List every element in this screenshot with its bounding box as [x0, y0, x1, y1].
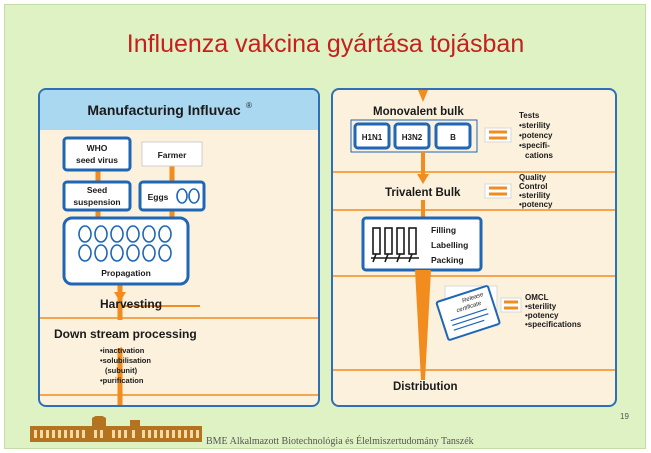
tests-item: •sterility — [519, 121, 551, 130]
downstream-item: •purification — [100, 376, 144, 385]
who-seed-virus-box — [62, 136, 132, 172]
farmer-box — [141, 141, 203, 167]
eggs-box — [138, 180, 206, 212]
vials-icon — [371, 227, 419, 263]
flow-taper — [415, 270, 431, 380]
panel-header-title: Manufacturing Influvac — [87, 102, 240, 118]
tests-item: cations — [525, 151, 554, 160]
seed-suspension-box — [62, 180, 132, 212]
farmer-label: Farmer — [158, 150, 188, 160]
omcl-item: •potency — [525, 311, 559, 320]
page-number: 19 — [620, 412, 629, 421]
filling-label: Filling — [431, 225, 456, 235]
eggs-label: Eggs — [148, 192, 169, 202]
arrow-box — [500, 297, 522, 313]
right-flow-diagram: Monovalent bulk H1N1 H3N2 B Tests •steri… — [333, 90, 615, 393]
omcl-label: OMCL — [525, 293, 549, 302]
strain-box-h3n2 — [393, 122, 431, 150]
downstream-label: Down stream processing — [54, 327, 197, 341]
egg-grid-icon — [78, 225, 172, 262]
down-arrow-icon — [417, 174, 429, 184]
distribution-label: Distribution — [393, 381, 458, 393]
registered-mark: ® — [246, 101, 252, 110]
qc-item: •potency — [519, 200, 553, 209]
omcl-item: •specifications — [525, 320, 582, 329]
seed-label: Seed — [87, 185, 107, 195]
certificate-icon — [435, 285, 501, 341]
downstream-item: •solubilisation — [100, 356, 151, 365]
qc-label: Control — [519, 182, 547, 191]
downstream-item: (subunit) — [105, 366, 138, 375]
omcl-item: •sterility — [525, 302, 557, 311]
tests-label: Tests — [519, 111, 540, 120]
bme-building-logo — [30, 416, 202, 442]
down-arrow-icon — [114, 292, 126, 302]
qc-label: Quality — [519, 173, 547, 182]
down-arrow-icon — [418, 90, 428, 102]
manufacturing-panel-left: Manufacturing Influvac ® WHO seed virus … — [38, 88, 320, 407]
strain-h1n1: H1N1 — [362, 133, 383, 142]
downstream-item: •inactivation — [100, 346, 145, 355]
trivalent-label: Trivalent Bulk — [385, 187, 461, 199]
strain-h3n2: H3N2 — [402, 133, 423, 142]
strain-box-h1n1 — [353, 122, 391, 150]
footer-department: BME Alkalmazott Biotechnológia és Élelmi… — [206, 436, 474, 447]
seed-virus-label: seed virus — [76, 155, 118, 165]
left-flow-diagram: Manufacturing Influvac ® WHO seed virus … — [40, 90, 318, 405]
slide-title: Influenza vakcina gyártása tojásban — [126, 30, 525, 58]
strains-frame — [350, 119, 478, 153]
qc-item: •sterility — [519, 191, 551, 200]
propagation-label: Propagation — [101, 268, 151, 278]
harvesting-label: Harvesting — [100, 297, 162, 311]
arrow-box — [484, 183, 512, 199]
header-band — [40, 90, 318, 130]
tests-item: •specifi- — [519, 141, 550, 150]
tests-item: •potency — [519, 131, 553, 140]
who-label: WHO — [87, 143, 108, 153]
strain-b: B — [450, 133, 456, 142]
manufacturing-panel-right: Monovalent bulk H1N1 H3N2 B Tests •steri… — [331, 88, 617, 407]
strain-box-b — [434, 122, 472, 150]
arrow-box — [484, 127, 512, 143]
packing-label: Packing — [431, 255, 464, 265]
egg-icon — [188, 188, 200, 204]
monovalent-label: Monovalent bulk — [373, 106, 464, 118]
labelling-label: Labelling — [431, 240, 468, 250]
suspension-label: suspension — [73, 197, 120, 207]
egg-icon — [176, 188, 188, 204]
